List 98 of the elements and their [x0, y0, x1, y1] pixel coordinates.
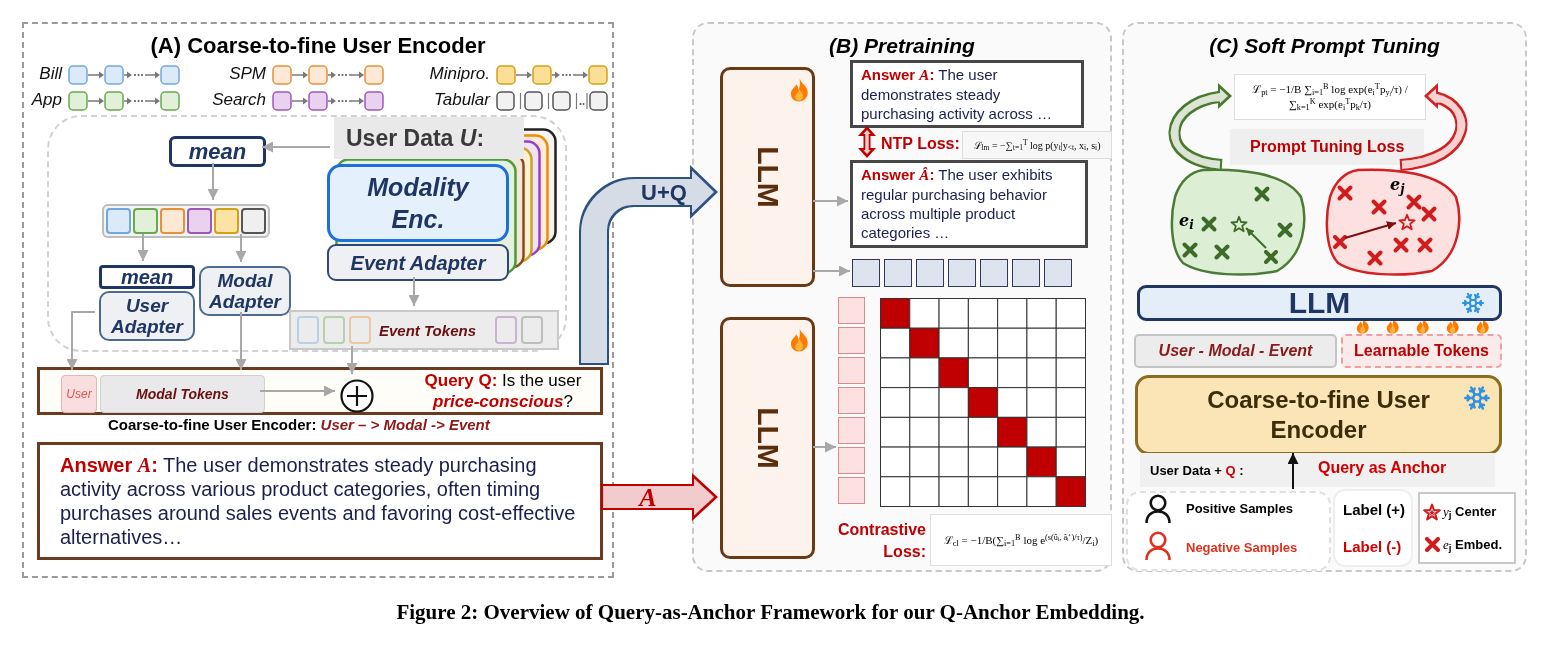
formula: ℒ$_{cl}$ = −1/B(∑$_{i=1}$$^{B}$ log e$^{(s(ûᵢ, âᵢ⁺)/τ)}$/Z$_{i}$) [943, 531, 1099, 549]
arrow [1245, 227, 1267, 249]
formula: ℒ$_{lm}$ = −∑$_{t=1}$$^{T}$ log p(y$_{t}$|y$_{<t}$, x$_{i}$, s$_{i}$) [973, 137, 1101, 153]
row-label: Search [212, 89, 266, 111]
cluster-label: e$_{i}$ [1179, 210, 1194, 233]
encoder-block [1135, 375, 1502, 455]
block-label: Modal Adapter [208, 270, 283, 312]
token-strip [289, 310, 559, 350]
cross-marker [1264, 250, 1278, 264]
answer-panel [850, 60, 1084, 128]
strip-label: Event Tokens [379, 321, 476, 341]
formula-panel [1234, 74, 1426, 120]
panel-title: (C) Soft Prompt Tuning [1209, 33, 1440, 59]
adapter-block [199, 266, 291, 316]
token-column [838, 297, 865, 507]
arrow [812, 441, 837, 453]
arrow [235, 233, 247, 263]
block-label: Modality Enc. [366, 172, 471, 235]
star-marker [1230, 215, 1248, 233]
answer-text: Answer A: The user demonstrates steady purchasing activity across various product categories, often timing purchases around sales events and favoring cost-effective alternatives… [60, 453, 577, 549]
arrow [235, 311, 247, 371]
answer-panel [850, 160, 1088, 248]
figure-caption: Figure 2: Overview of Query-as-Anchor Framework for our Q-Anchor Embedding. [396, 599, 1145, 626]
panel-title: (A) Coarse-to-fine User Encoder [150, 32, 486, 60]
star-marker [1398, 213, 1416, 231]
query-text: Query Q: Is the user price-conscious? [423, 370, 583, 412]
formula: ℒ$_{pt}$ = −1/B ∑$_{i=1}$$^{B}$ log exp(e$_{i}$$^{T}$p$_{yᵢ}$/τ) / ∑$_{k=1}$$^{K}$ exp(e$_{i}$$^{T}$p$_{k}$/τ) [1251, 82, 1409, 112]
answer-text: Answer A: The user demonstrates steady purchasing activity across … [861, 65, 1053, 123]
encoder-caption: Coarse-to-fine User Encoder: User – > Modal -> Event [108, 415, 490, 435]
input-label: User Data + Q : [1150, 462, 1244, 480]
formula-panel [930, 514, 1112, 566]
arrow [261, 141, 331, 153]
class-label: Label (-) [1343, 537, 1402, 557]
block-label: mean [188, 140, 247, 163]
answer-text: Answer Â: The user exhibits regular purchasing behavior across multiple product categories … [861, 165, 1054, 242]
loss-label: Contrastive Loss: [836, 520, 926, 562]
token-strip [100, 375, 265, 413]
token-strip [1341, 334, 1502, 368]
dashed-panel [692, 22, 1112, 572]
row-label: Bill [39, 63, 62, 85]
row-label: SPM [229, 63, 266, 85]
model-label: LLM [750, 407, 785, 469]
arrow [408, 276, 420, 307]
data-tab [334, 117, 524, 159]
arrow [66, 311, 96, 371]
legend-text: e$_{j}$ Embed. [1443, 536, 1503, 555]
formula-panel [962, 131, 1112, 159]
model-block [720, 317, 815, 559]
plus-circle [340, 379, 374, 413]
model-block [720, 67, 815, 287]
legend-text: Positive Samples [1186, 500, 1293, 518]
pooling-block [169, 136, 266, 167]
block-label: User Adapter [110, 295, 185, 337]
row-label: App [31, 89, 62, 111]
dashed-region [47, 115, 567, 352]
pooling-block [99, 265, 195, 289]
legend-text: Negative Samples [1186, 539, 1298, 557]
block-label: Event Adapter [350, 250, 486, 276]
cross-marker [1333, 235, 1347, 249]
block-label: Coarse-to-fine User Encoder [1206, 385, 1431, 445]
token-tile [61, 375, 97, 413]
panel-title: (B) Pretraining [829, 33, 975, 59]
arrow [1344, 221, 1397, 239]
adapter-block [99, 291, 195, 341]
arrow [207, 162, 219, 201]
arrow [812, 265, 851, 277]
loss-label: NTP Loss: [881, 134, 960, 154]
model-block [1137, 285, 1502, 321]
encoder-block [327, 164, 509, 242]
tile-label: User [66, 386, 92, 403]
legend-text: y$_{j}$ Center [1443, 503, 1497, 522]
block-label: mean [120, 267, 174, 287]
edge-label: U+Q [641, 178, 687, 207]
strip-label: Modal Tokens [136, 384, 229, 404]
tab-label: User Data U: [346, 123, 485, 153]
loss-label: Prompt Tuning Loss [1230, 129, 1425, 165]
answer-panel [37, 442, 603, 560]
row-label: Minipro. [429, 63, 490, 85]
arrow [812, 195, 849, 207]
dashed-panel [22, 22, 614, 578]
arrow [346, 345, 358, 375]
token-strip [102, 204, 270, 238]
adapter-block [327, 244, 509, 281]
sample-panel [1126, 491, 1331, 571]
strip-label: User - Modal - Event [1158, 341, 1313, 361]
edge-label: A [639, 481, 657, 514]
arrow [1287, 452, 1299, 490]
model-label: LLM [750, 146, 785, 208]
input-row-panel [37, 367, 603, 415]
cluster-label: e$_{j}$ [1390, 174, 1405, 197]
class-label: Label (+) [1343, 500, 1406, 520]
model-label: LLM [1288, 288, 1351, 318]
token-strip [852, 258, 1074, 288]
token-strip [1134, 334, 1337, 368]
arrow [259, 385, 336, 397]
row-label: Tabular [433, 89, 490, 111]
arrow [137, 233, 149, 262]
strip-label: Learnable Tokens [1354, 341, 1489, 361]
